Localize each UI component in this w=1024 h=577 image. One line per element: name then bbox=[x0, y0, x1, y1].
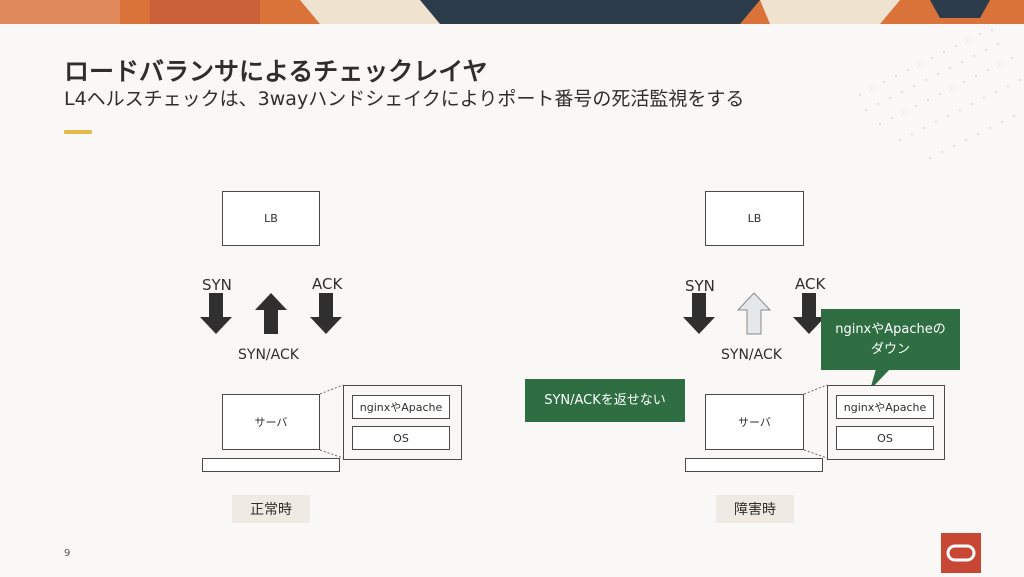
syn-label-normal: SYN bbox=[202, 276, 232, 294]
callout-web-down-line2: ダウン bbox=[870, 341, 910, 357]
title-accent-bar bbox=[64, 130, 92, 134]
os-box-failure: OS bbox=[836, 426, 934, 450]
synack-label-failure: SYN/ACK bbox=[721, 347, 782, 363]
callout-web-down: nginxやApacheの ダウン bbox=[821, 309, 960, 370]
os-label-normal: OS bbox=[393, 431, 409, 445]
server-base-failure bbox=[685, 458, 823, 472]
decorative-banner bbox=[0, 0, 1024, 24]
lb-label-failure: LB bbox=[747, 212, 762, 225]
lb-box-failure: LB bbox=[705, 191, 804, 246]
server-base-normal bbox=[202, 458, 340, 472]
synack-arrow-up-icon bbox=[255, 293, 287, 334]
zoom-line-bottom-normal bbox=[319, 449, 344, 459]
oracle-logo bbox=[941, 533, 981, 573]
caption-normal: 正常時 bbox=[232, 495, 310, 523]
callout-web-down-line1: nginxやApacheの bbox=[835, 322, 946, 337]
caption-failure: 障害時 bbox=[716, 495, 794, 523]
web-server-label-failure: nginxやApache bbox=[843, 401, 927, 414]
web-server-box-normal: nginxやApache bbox=[352, 395, 450, 419]
callout-synack-fail: SYN/ACKを返せない bbox=[525, 379, 685, 422]
callout-synack-fail-text: SYN/ACKを返せない bbox=[544, 392, 666, 408]
zoom-line-bottom-failure bbox=[803, 449, 828, 459]
ack-arrow-down-icon bbox=[310, 293, 342, 334]
ack-label-normal: ACK bbox=[312, 275, 343, 293]
server-label-failure: サーバ bbox=[738, 416, 771, 429]
oracle-logo-icon bbox=[946, 544, 976, 562]
os-label-failure: OS bbox=[877, 431, 893, 445]
syn-arrow-down-failure-icon bbox=[683, 293, 715, 334]
server-box-failure: サーバ bbox=[705, 394, 804, 450]
ack-label-failure: ACK bbox=[795, 275, 826, 293]
page-number: 9 bbox=[64, 548, 71, 559]
synack-arrow-up-failed-icon bbox=[736, 292, 772, 335]
banner-pattern-icon bbox=[0, 0, 1024, 24]
syn-arrow-down-icon bbox=[200, 293, 232, 334]
slide-subtitle: L4ヘルスチェックは、3wayハンドシェイクによりポート番号の死活監視をする bbox=[64, 88, 745, 110]
os-box-normal: OS bbox=[352, 426, 450, 450]
lb-label-normal: LB bbox=[264, 212, 278, 225]
web-server-label-normal: nginxやApache bbox=[359, 401, 443, 414]
lb-box-normal: LB bbox=[222, 191, 320, 246]
zoom-line-top-failure bbox=[803, 384, 828, 395]
slide-title: ロードバランサによるチェックレイヤ bbox=[64, 57, 488, 86]
zoom-line-top-normal bbox=[319, 384, 344, 395]
server-box-normal: サーバ bbox=[222, 394, 320, 450]
synack-label-normal: SYN/ACK bbox=[238, 347, 299, 363]
caption-failure-text: 障害時 bbox=[734, 502, 776, 518]
server-label-normal: サーバ bbox=[254, 416, 288, 429]
caption-normal-text: 正常時 bbox=[250, 502, 292, 518]
syn-label-failure: SYN bbox=[685, 277, 715, 295]
web-server-box-failure: nginxやApache bbox=[836, 395, 934, 419]
